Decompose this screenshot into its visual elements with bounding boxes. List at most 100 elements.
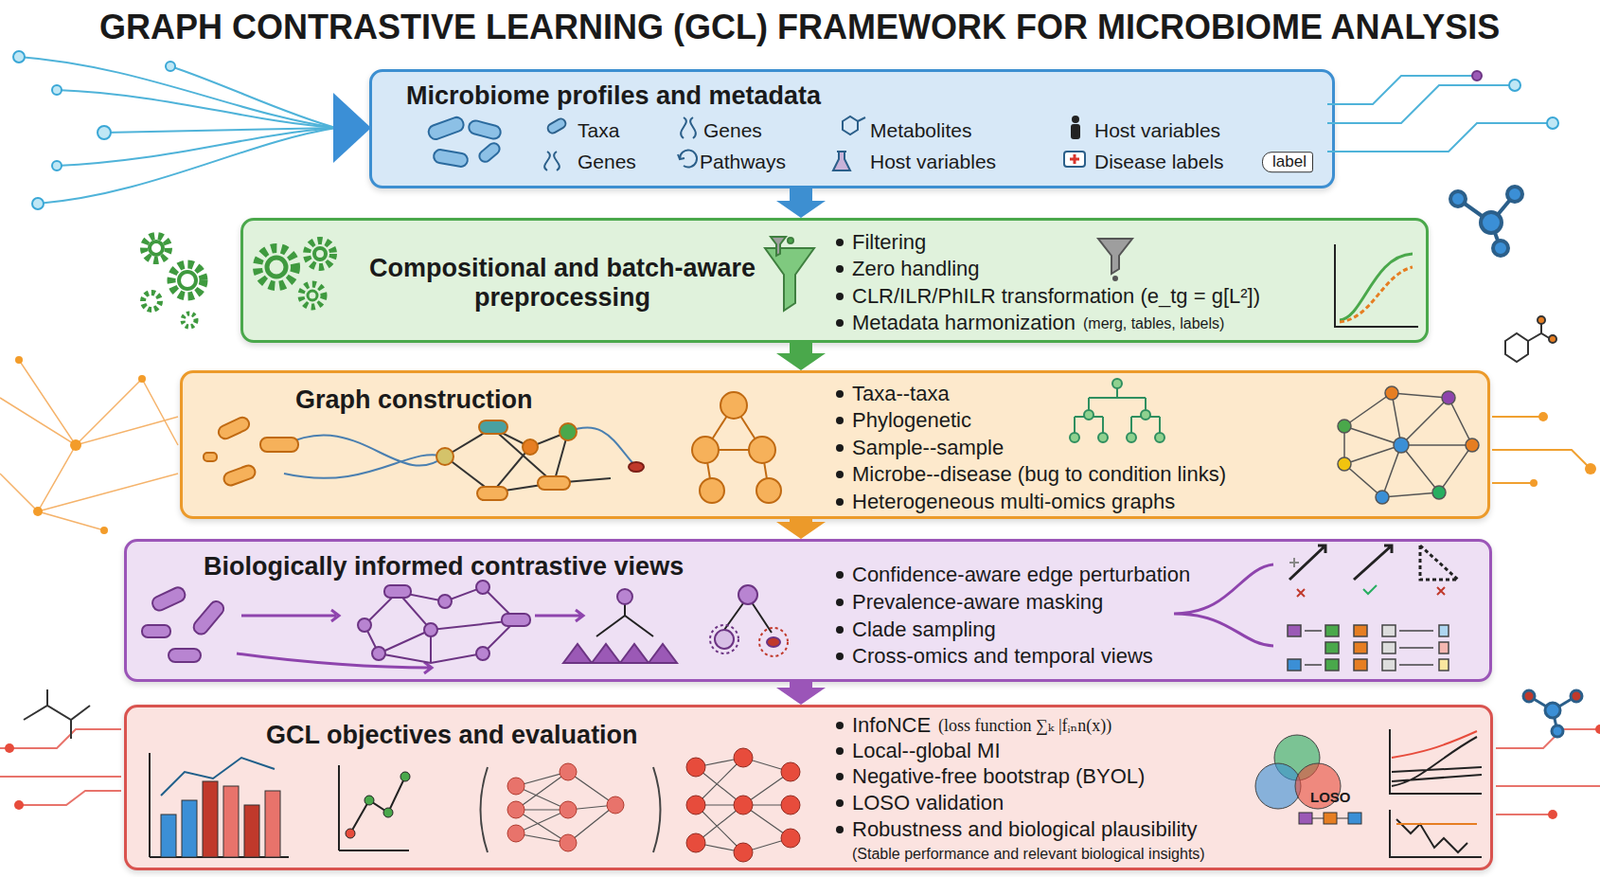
gears xyxy=(178,271,196,289)
bullet-text: Clade sampling xyxy=(852,617,996,641)
graph-illustration xyxy=(559,423,577,441)
bullet-text: Genes xyxy=(703,119,763,143)
red-dots xyxy=(1547,809,1558,819)
bullet-text: (loss function ∑ₖ |fᵢₙn(x)) xyxy=(938,715,1112,736)
graph-illustration xyxy=(522,439,538,455)
bullet-text: Confidence-aware edge perturbation xyxy=(852,562,1191,587)
wire-dots xyxy=(32,197,44,210)
bullet-dot xyxy=(835,390,844,398)
molecule-4 xyxy=(1570,690,1583,702)
stage-band: GCL objectives and evaluationInfoNCE(los… xyxy=(124,704,1494,871)
eval-illustration xyxy=(781,762,800,782)
eval-illustration xyxy=(160,781,281,857)
bullet-text: Heterogeneous multi-omics graphs xyxy=(852,489,1175,514)
graph-illustration xyxy=(537,476,570,490)
input-wires xyxy=(104,127,337,133)
graph-illustration xyxy=(260,437,299,452)
funnel xyxy=(764,248,815,311)
network-wires-left xyxy=(0,359,178,531)
omics-grid xyxy=(1287,658,1301,671)
eval-illustration xyxy=(345,828,356,838)
band-heading: Microbiome profiles and metadata xyxy=(406,81,821,111)
eval-illustration xyxy=(515,771,616,843)
eval-illustration xyxy=(1274,734,1320,781)
views-illustration xyxy=(438,594,452,608)
bullet-text: Filtering xyxy=(852,230,926,254)
graph-illustration xyxy=(628,462,644,472)
eval-illustration xyxy=(507,777,525,795)
funnel xyxy=(787,237,794,244)
red-wires xyxy=(0,728,1600,815)
eval-illustration xyxy=(733,842,753,862)
views-illustration xyxy=(501,613,531,626)
molecule-4 xyxy=(1545,702,1561,718)
eval-illustration xyxy=(160,757,275,796)
output-wires xyxy=(1327,85,1515,124)
views-illustration xyxy=(142,580,788,674)
graph-illustration xyxy=(436,447,454,465)
output-dots xyxy=(1509,79,1521,91)
network-dots-left xyxy=(100,526,108,534)
network-dots-right xyxy=(1584,462,1597,475)
bullet-text: Metadata harmonization xyxy=(852,310,1076,335)
molecule-4 xyxy=(1552,695,1577,711)
eval-illustration xyxy=(686,757,706,777)
multiomics-network xyxy=(1337,419,1352,433)
views-illustration xyxy=(476,580,490,594)
item-icons xyxy=(677,154,685,160)
eval-illustration xyxy=(202,781,218,857)
phylo-tree xyxy=(1069,432,1080,443)
bullet-dot xyxy=(835,444,844,452)
bacteria xyxy=(467,119,502,141)
network-wires-left xyxy=(0,359,178,531)
graph-illustration xyxy=(692,391,782,503)
phylo-tree xyxy=(1098,432,1108,443)
eval-illustration xyxy=(1389,809,1482,857)
item-icons xyxy=(546,117,568,136)
bullet-dot xyxy=(835,598,844,606)
bullet-dot xyxy=(835,746,844,755)
graph-illustration xyxy=(216,414,252,441)
diagram-title: GRAPH CONTRASTIVE LEARNING (GCL) FRAMEWO… xyxy=(99,7,1500,47)
transform-chart xyxy=(1339,253,1413,320)
item-icons xyxy=(1069,154,1080,164)
item-icons xyxy=(833,151,851,171)
bullet-text: Microbe--disease (bug to condition links… xyxy=(852,462,1227,486)
bullet-dot xyxy=(835,652,844,660)
input-wires xyxy=(18,56,337,204)
eval-illustration xyxy=(507,824,525,842)
eval-illustration xyxy=(223,785,239,857)
gears xyxy=(257,248,296,286)
band-heading: Biologically informed contrastive views xyxy=(203,551,684,582)
multiomics-network xyxy=(1441,391,1456,405)
views-illustration xyxy=(710,624,739,654)
multiomics-network xyxy=(1385,386,1399,400)
graph-illustration xyxy=(222,463,258,488)
bullet-text: Local--global MI xyxy=(852,738,1001,763)
omics-grid xyxy=(1353,624,1368,637)
omics-grid xyxy=(1287,624,1301,637)
item-icons xyxy=(544,115,1085,171)
eval-illustration xyxy=(244,804,260,857)
item-icons xyxy=(679,150,697,168)
phylo-tree xyxy=(1112,378,1122,389)
bullet-text: Prevalence-aware masking xyxy=(852,589,1103,614)
item-icons xyxy=(842,116,866,135)
bullet-text: CLR/ILR/PhILR transformation (e_tg = g[L… xyxy=(852,284,1261,308)
view-icons xyxy=(1437,586,1445,595)
views-illustration xyxy=(191,598,227,637)
transform-chart xyxy=(1334,244,1419,327)
views-illustration xyxy=(357,580,531,660)
eval-illustration xyxy=(364,795,374,805)
gears xyxy=(142,235,334,327)
views-illustration xyxy=(142,624,171,638)
omics-grid xyxy=(1325,624,1339,637)
funnel xyxy=(770,236,786,256)
omics-grid xyxy=(1353,641,1368,654)
bullet-text: Taxa--taxa xyxy=(852,381,950,406)
red-dots xyxy=(4,724,1600,819)
view-icons xyxy=(1173,545,1458,646)
network-dots-left xyxy=(70,439,82,451)
eval-illustration xyxy=(781,795,800,815)
